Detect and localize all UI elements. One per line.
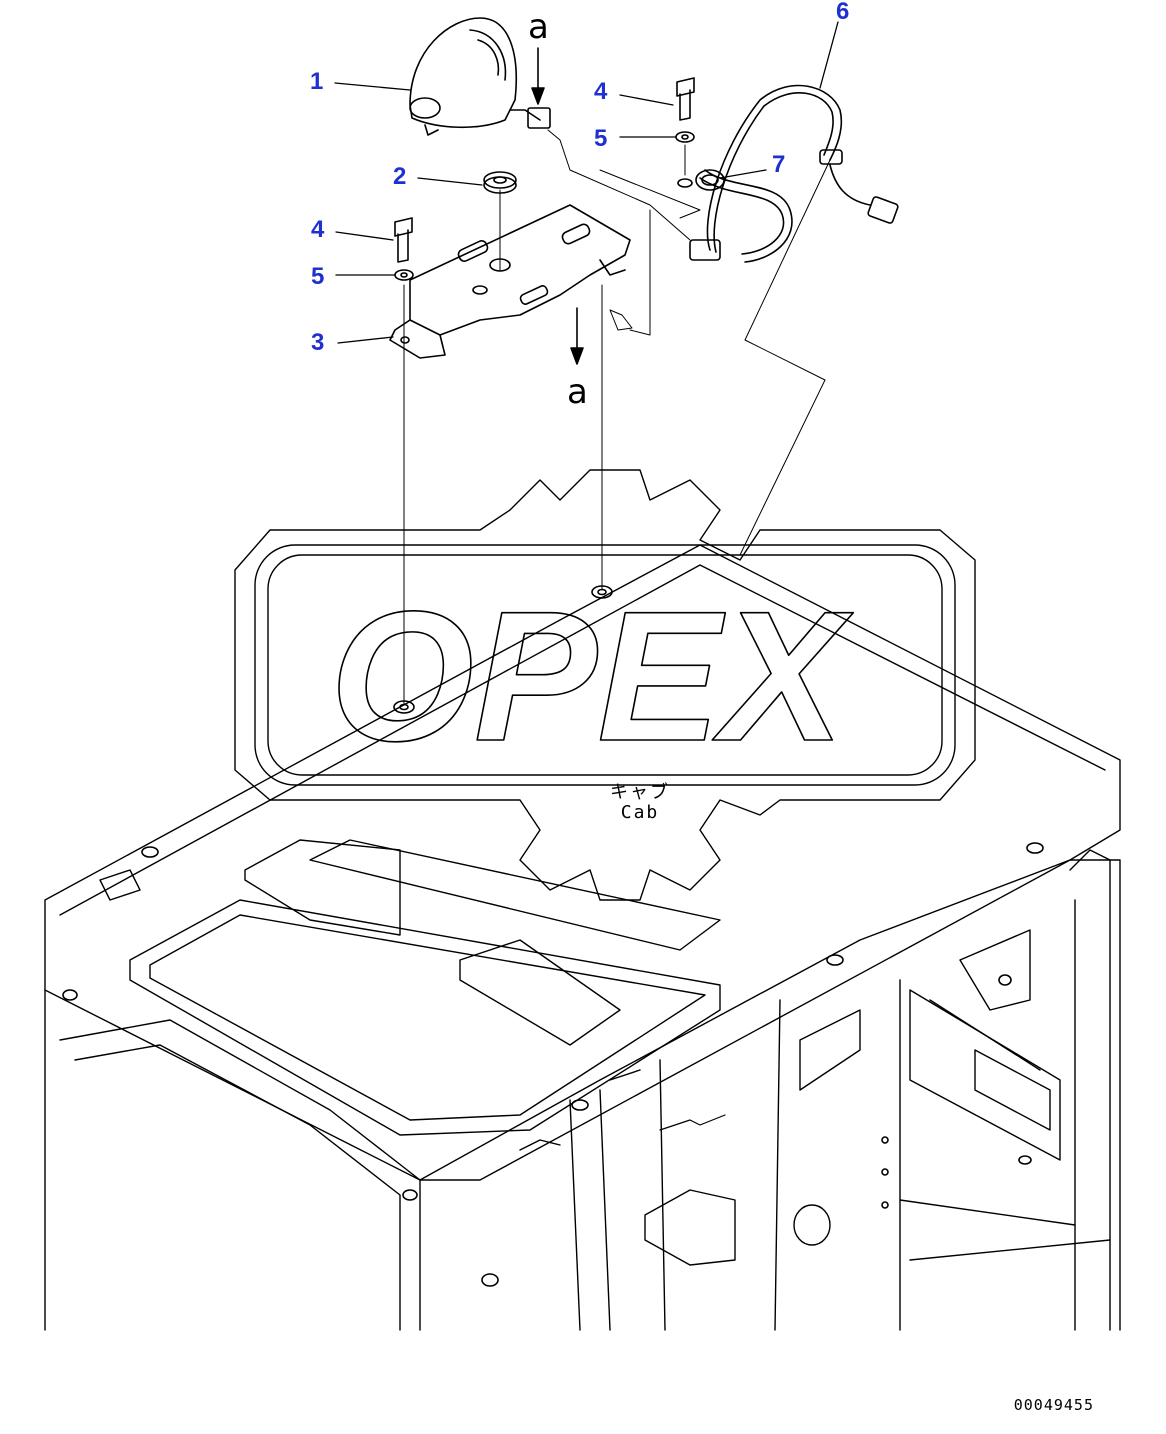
bolt-part-4-right — [676, 77, 695, 121]
view-label-a-top: a — [528, 7, 549, 47]
clamp-part-7 — [695, 169, 725, 191]
lamp-part-1 — [409, 17, 551, 136]
callout-5-right: 5 — [594, 125, 608, 152]
cab-label-jp: キャブ — [610, 782, 670, 803]
watermark-logo: OPEX — [234, 469, 976, 901]
cab-mount-holes — [62, 585, 1044, 1287]
callout-1: 1 — [310, 68, 324, 95]
callout-5-left: 5 — [311, 263, 325, 290]
watermark-text: OPEX — [330, 574, 854, 780]
callout-4-right: 4 — [594, 78, 608, 105]
cab-label-en: Cab — [620, 801, 660, 823]
drawing-number: 00049455 — [1013, 1396, 1094, 1414]
guide-lines — [403, 129, 831, 706]
callout-6: 6 — [836, 0, 850, 25]
bracket-part-3 — [389, 204, 631, 359]
harness-part-6 — [689, 84, 899, 263]
callout-3: 3 — [311, 329, 325, 356]
callout-7: 7 — [772, 151, 786, 178]
cab-structure — [44, 544, 1121, 1331]
view-label-a-bottom: a — [567, 372, 588, 412]
callout-2: 2 — [393, 163, 407, 190]
cab-brand-mark — [659, 1114, 726, 1131]
cab-label: キャブ Cab — [600, 783, 680, 823]
washer-part-5-left — [394, 269, 414, 281]
view-arrow-top — [531, 47, 545, 105]
bolt-part-4-left — [394, 217, 413, 263]
callout-4-left: 4 — [311, 216, 325, 243]
view-arrow-bottom — [570, 307, 584, 365]
grommet-part-2 — [483, 171, 517, 271]
leader-lines — [334, 21, 839, 344]
